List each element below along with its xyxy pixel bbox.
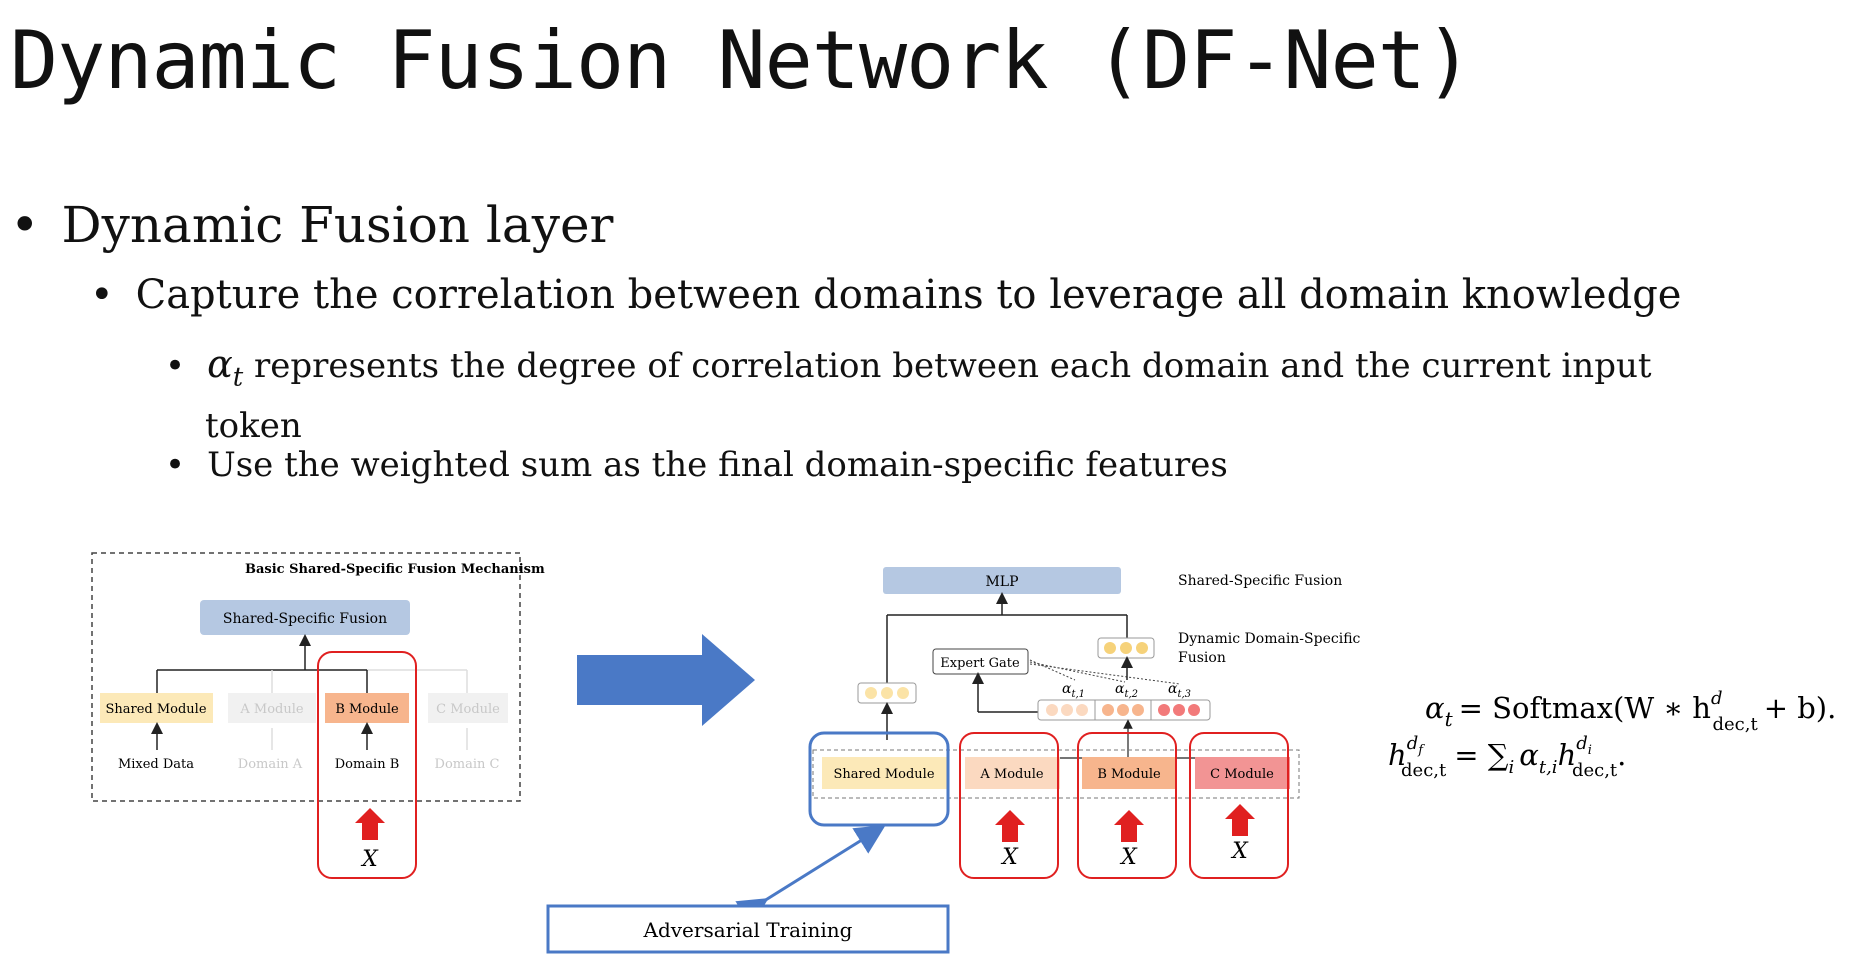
bullet-level3-alpha: • αt represents the degree of correlation…	[165, 340, 1705, 450]
bullet-text: Dynamic Fusion layer	[61, 196, 614, 254]
bullet-level2: • Capture the correlation between domains…	[90, 272, 1681, 318]
bullet-dot: •	[165, 445, 186, 485]
left-input-mixed: Mixed Data	[118, 757, 194, 772]
bullet-dot: •	[165, 346, 186, 386]
fused-dot	[1104, 642, 1116, 654]
alpha-3: αt,3	[1168, 681, 1191, 700]
c-x-label: X	[1230, 839, 1249, 864]
fused-dot	[1136, 642, 1148, 654]
bullet-text: represents the degree of correlation bet…	[205, 346, 1652, 446]
a-red-highlight	[959, 732, 1059, 879]
gate-dash-3	[1029, 663, 1181, 685]
a-red-arrow-icon	[995, 810, 1025, 842]
right-b-module	[1082, 757, 1177, 789]
bullet-text: Capture the correlation between domains …	[135, 272, 1682, 318]
gate-dash-1	[1029, 659, 1076, 681]
slide-title: Dynamic Fusion Network (DF-Net)	[10, 14, 1473, 107]
modules-dashed-band	[812, 749, 1300, 799]
bullet-level1: • Dynamic Fusion layer	[10, 196, 613, 254]
mlp-label: MLP	[985, 574, 1018, 590]
left-fusion-label: Shared-Specific Fusion	[223, 611, 387, 627]
right-c-module	[1195, 757, 1290, 789]
c-dot	[1158, 704, 1170, 716]
a-dot	[1076, 704, 1088, 716]
b-dot	[1132, 704, 1144, 716]
adversarial-box	[546, 904, 950, 954]
left-red-arrow-icon	[355, 808, 385, 840]
left-c-module	[428, 693, 508, 723]
b-x-label: X	[1119, 845, 1138, 870]
shared-dot	[865, 687, 877, 699]
right-c-label: C Module	[1210, 767, 1274, 782]
left-fusion-box	[200, 600, 410, 635]
bullet-dot: •	[10, 196, 40, 254]
adversarial-label: Adversarial Training	[643, 918, 853, 942]
label-dynamic: Dynamic Domain-Specific	[1178, 631, 1361, 647]
label-shared-specific: Shared-Specific Fusion	[1178, 573, 1342, 589]
right-a-label: A Module	[979, 767, 1044, 782]
gate-dash-2	[1029, 661, 1126, 683]
right-diagram: MLP Shared-Specific Fusion Dynamic Domai…	[546, 567, 1361, 954]
alpha-2: αt,2	[1115, 681, 1138, 700]
a-dot	[1046, 704, 1058, 716]
adversarial-arrow	[735, 825, 886, 927]
b-dot	[1117, 704, 1129, 716]
shared-blue-highlight	[808, 731, 950, 827]
c-dot	[1188, 704, 1200, 716]
mlp-box	[883, 567, 1121, 594]
left-b-label: B Module	[335, 702, 399, 717]
right-a-module	[965, 757, 1060, 789]
right-b-label: B Module	[1097, 767, 1161, 782]
left-input-b: Domain B	[335, 757, 400, 772]
left-b-module	[325, 693, 409, 723]
left-title: Basic Shared-Specific Fusion Mechanism	[245, 562, 545, 577]
alpha-1: αt,1	[1062, 681, 1085, 700]
left-b-highlight	[317, 651, 417, 879]
left-a-label: A Module	[239, 702, 304, 717]
left-c-label: C Module	[436, 702, 500, 717]
a-x-label: X	[1000, 845, 1019, 870]
bullet-dot: •	[90, 272, 114, 318]
b-dot	[1102, 704, 1114, 716]
b-red-arrow-icon	[1114, 810, 1144, 842]
left-input-c: Domain C	[435, 757, 500, 772]
a-dot	[1061, 704, 1073, 716]
right-shared-module	[822, 757, 947, 789]
left-diagram: Basic Shared-Specific Fusion Mechanism S…	[91, 552, 545, 879]
b-red-highlight	[1077, 732, 1177, 879]
left-dashed-frame	[91, 552, 521, 802]
c-dot	[1173, 704, 1185, 716]
label-dynamic-fusion: Fusion	[1178, 650, 1226, 666]
shared-dot	[881, 687, 893, 699]
alpha-symbol: αt	[207, 342, 244, 393]
bullet-text: Use the weighted sum as the final domain…	[207, 445, 1228, 485]
left-input-a: Domain A	[238, 757, 303, 772]
right-shared-label: Shared Module	[833, 767, 934, 782]
left-a-module	[228, 693, 316, 723]
bullet-level3-weighted: • Use the weighted sum as the final domai…	[165, 445, 1228, 485]
fused-dot	[1120, 642, 1132, 654]
expert-gate-label: Expert Gate	[940, 656, 1020, 671]
left-shared-module	[100, 693, 213, 723]
c-red-highlight	[1189, 732, 1289, 879]
big-right-arrow-icon	[577, 634, 755, 726]
shared-dot	[897, 687, 909, 699]
left-x-label: X	[360, 847, 379, 872]
c-red-arrow-icon	[1225, 804, 1255, 836]
left-shared-label: Shared Module	[105, 702, 206, 717]
